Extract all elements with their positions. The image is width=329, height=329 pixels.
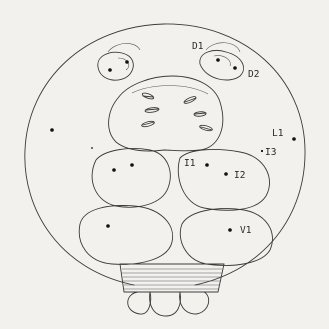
label-v1: V1 (240, 225, 252, 236)
dot-dorsal-left-b (125, 60, 129, 64)
dot-l1 (292, 137, 296, 141)
dot-lower-left (106, 224, 110, 228)
dot-outer-left (50, 128, 54, 132)
dot-i1 (205, 163, 209, 167)
dot-middle-left-b (130, 163, 134, 167)
label-d1: D1 (192, 41, 204, 52)
label-i3: I3 (265, 147, 276, 158)
label-d2: D2 (248, 69, 259, 80)
dot-d1 (216, 58, 220, 62)
dot-i2 (224, 172, 228, 176)
dot-middle-left-a (112, 168, 116, 172)
dot-v1 (228, 228, 232, 232)
dot-dorsal-left-a (108, 68, 112, 72)
dot-d2 (233, 66, 237, 70)
dot-i3 (261, 150, 263, 152)
label-i1: I1 (184, 158, 196, 169)
label-l1: L1 (272, 128, 284, 139)
dot-outer-left-small (91, 147, 93, 149)
label-i2: I2 (234, 170, 245, 181)
